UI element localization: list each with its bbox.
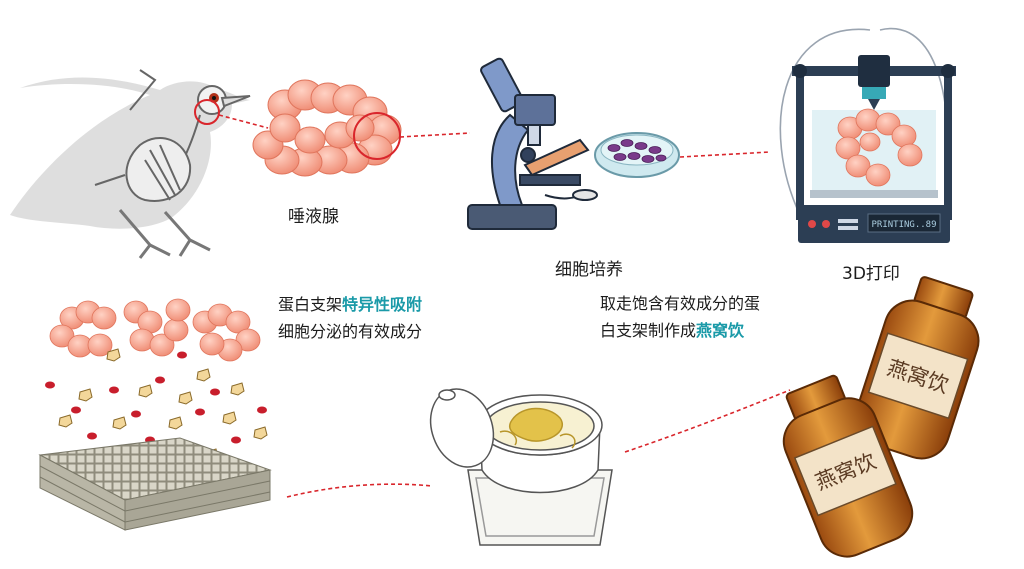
connector-bowl-bottles bbox=[624, 389, 791, 453]
saliva-gland-illustration bbox=[252, 79, 402, 177]
drink-description-line1: 取走饱含有效成分的蛋 bbox=[600, 294, 761, 313]
scaffold-description-line2: 细胞分泌的有效成分 bbox=[278, 322, 423, 341]
gland-highlight-circle bbox=[194, 99, 220, 125]
scaffold-glands-illustration bbox=[49, 298, 261, 362]
connector-scaffold-bowl bbox=[286, 483, 433, 498]
drink-highlight: 燕窝饮 bbox=[696, 321, 745, 340]
printer-screen-text: PRINTING..89 bbox=[871, 220, 936, 230]
connector-gland-microscope bbox=[399, 132, 471, 138]
bottle-front: 燕窝饮 bbox=[782, 374, 914, 558]
label-3d-printing: 3D打印 bbox=[842, 264, 900, 284]
drink-description: 取走饱含有效成分的蛋 白支架制作成燕窝饮 bbox=[600, 290, 760, 344]
label-cell-culture: 细胞培养 bbox=[555, 260, 623, 280]
bottle-back: 燕窝饮 bbox=[854, 276, 980, 460]
birds-nest-bowl-illustration bbox=[429, 388, 613, 546]
drink-description-line2: 白支架制作成燕窝饮 bbox=[600, 321, 745, 340]
protein-scaffold-mesh bbox=[38, 437, 272, 531]
bird-illustration bbox=[10, 69, 251, 259]
scaffold-highlight: 特异性吸附 bbox=[342, 295, 423, 314]
label-saliva-gland: 唾液腺 bbox=[288, 207, 339, 227]
connector-bird-gland bbox=[218, 114, 269, 129]
microscope-illustration bbox=[467, 57, 598, 230]
petri-dish-illustration bbox=[594, 132, 680, 178]
scaffold-description: 蛋白支架特异性吸附 细胞分泌的有效成分 bbox=[278, 291, 422, 345]
connector-dish-printer bbox=[679, 151, 771, 158]
3d-printer-illustration: PRINTING..89 bbox=[779, 27, 956, 243]
gland-zoom-circle bbox=[353, 112, 401, 160]
scaffold-description-line1: 蛋白支架特异性吸附 bbox=[278, 295, 423, 314]
